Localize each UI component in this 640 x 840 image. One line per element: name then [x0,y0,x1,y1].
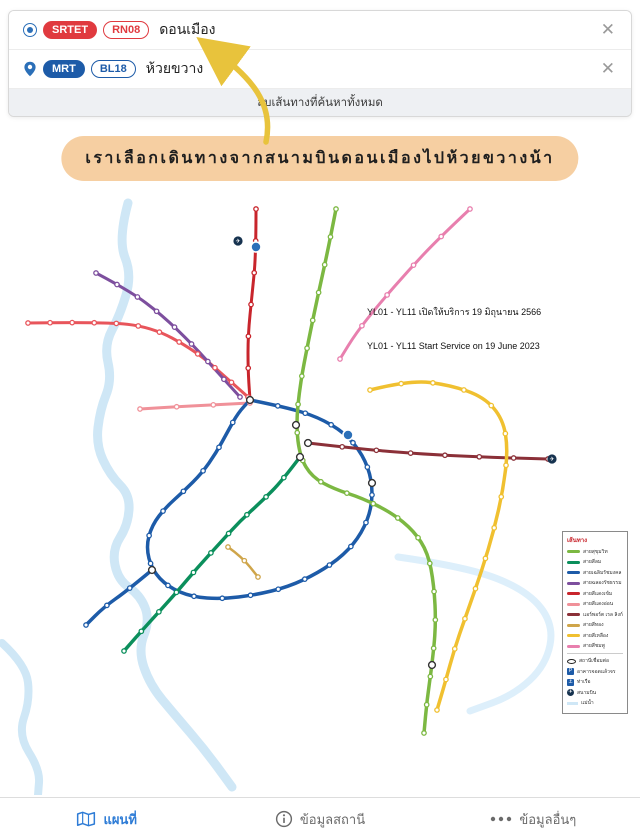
tab-station-info[interactable]: ข้อมูลสถานี [213,798,426,840]
destination-row[interactable]: MRT BL18 ห้วยขวาง ✕ [9,50,631,89]
destination-clear-icon[interactable]: ✕ [600,59,615,78]
more-icon [491,816,512,822]
bottom-tab-bar: แผนที่ ข้อมูลสถานี ข้อมูลอื่นๆ [0,797,640,840]
info-icon [275,810,292,828]
origin-clear-icon[interactable]: ✕ [600,20,615,39]
origin-row[interactable]: SRTET RN08 ดอนเมือง ✕ [9,11,631,50]
legend-separator [567,653,623,654]
svg-text:✈: ✈ [549,456,554,463]
legend-line-row: สายสีทอง [567,621,623,629]
map-note: YL01 - YL11 เปิดให้บริการ 19 มิถุนายน 25… [367,307,542,317]
pier-icon: ⚓ [567,678,574,686]
legend-line-row: แอร์พอร์ต เรล ลิงก์ [567,611,623,619]
tab-other-info[interactable]: ข้อมูลอื่นๆ [427,798,640,840]
origin-agency-badge: SRTET [43,20,98,40]
airport-icon: ✈ [567,689,574,696]
legend-title: เส้นทาง [567,538,588,544]
destination-code-badge: BL18 [90,59,136,79]
destination-pin-icon [23,61,37,77]
tab-station-info-label: ข้อมูลสถานี [299,811,366,827]
legend-symbol-row: แม่น้ำ [567,699,623,707]
legend-line-row: สายสุขุมวิท [567,548,623,556]
tab-map-label: แผนที่ [103,811,137,827]
map-icon [77,811,96,827]
river-icon [567,701,578,705]
legend-lines: สายสุขุมวิทสายสีลมสายเฉลิมรัชมงคลสายฉลอง… [567,548,623,651]
legend-line-row: สายสีลม [567,558,623,566]
legend-line-row: สายสีแดงเข้ม [567,590,623,598]
clear-all-routes-button[interactable]: ลบเส้นทางที่ค้นหาทั้งหมด [9,89,631,116]
destination-station-name: ห้วยขวาง [145,60,204,76]
legend-symbol-row: ⚓ท่าเรือ [567,678,591,686]
legend-symbol-row: สถานีเชื่อมต่อ [567,657,623,665]
legend-line-row: สายสีเหลือง [567,632,623,640]
origin-station-name: ดอนเมือง [159,21,216,37]
legend-line-row: สายสีชมพู [567,642,623,650]
legend-line-row: สายฉลองรัชธรรม [567,579,623,587]
destination-agency-badge: MRT [43,59,85,79]
tab-other-info-label: ข้อมูลอื่นๆ [519,811,577,827]
legend-line-row: สายเฉลิมรัชมงคล [567,569,623,577]
map-note: YL01 - YL11 Start Service on 19 June 202… [367,341,540,351]
transit-map[interactable]: ✈✈ เส้นทาง สายสุขุมวิทสายสีลมสายเฉลิมรัช… [0,195,640,799]
parking-icon: P [567,668,574,675]
legend-line-row: สายสีแดงอ่อน [567,600,623,608]
tab-map[interactable]: แผนที่ [0,798,213,840]
metro-map-svg: ✈✈ [0,198,557,799]
route-search-panel: SRTET RN08 ดอนเมือง ✕ MRT BL18 ห้วยขวาง … [8,10,632,117]
tutorial-annotation: เราเลือกเดินทางจากสนามบินดอนเมืองไปห้วยข… [61,136,579,181]
map-legend: เส้นทาง สายสุขุมวิทสายสีลมสายเฉลิมรัชมงค… [562,531,628,714]
origin-radio-icon [23,23,37,37]
legend-symbol-row: ✈สนามบิน [567,689,597,696]
interchange-icon [567,658,576,664]
origin-code-badge: RN08 [103,20,150,40]
svg-text:✈: ✈ [235,238,240,245]
